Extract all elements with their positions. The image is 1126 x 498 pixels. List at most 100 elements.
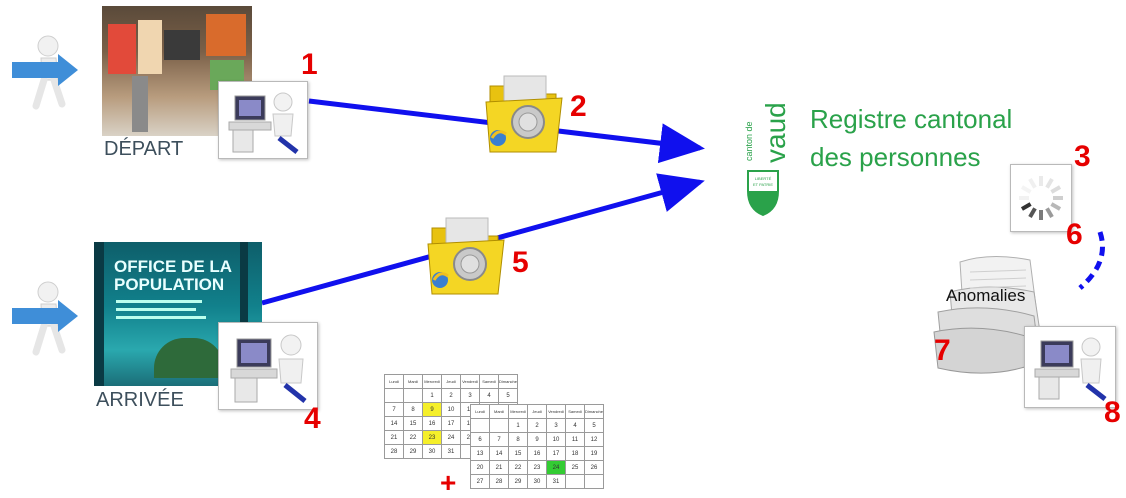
calendar-day-cell: 28 xyxy=(489,474,509,489)
calendar-day-cell: 2 xyxy=(527,418,547,433)
calendar-day-cell: 18 xyxy=(565,446,585,461)
calendar-header-cell: Jeudi xyxy=(441,374,461,389)
calendar-day-cell: 7 xyxy=(384,402,404,417)
canton-vaud-logo: vaud canton de LIBERTÉ ET PATRIE xyxy=(742,95,791,225)
calendar-day-cell xyxy=(470,418,490,433)
calendar-day-cell: 25 xyxy=(565,460,585,475)
step-number-2: 2 xyxy=(570,90,587,123)
calendar-day-cell: 16 xyxy=(527,446,547,461)
step-number-4: 4 xyxy=(304,402,321,435)
calendar-day-cell: 4 xyxy=(565,418,585,433)
calendar-day-cell: 2 xyxy=(441,388,461,403)
step-number-7: 7 xyxy=(934,334,951,367)
calendar-header-cell: Jeudi xyxy=(527,404,547,419)
calendar-day-cell: 6 xyxy=(470,432,490,447)
calendar-day-cell: 23 xyxy=(422,430,442,445)
calendar-day-cell: 8 xyxy=(508,432,528,447)
calendar-day-cell: 29 xyxy=(403,444,423,459)
calendar-day-cell: 9 xyxy=(527,432,547,447)
calendar-day-cell: 14 xyxy=(384,416,404,431)
calendar-day-cell: 14 xyxy=(489,446,509,461)
calendar-header-cell: Dimanche xyxy=(583,404,605,419)
calendar-day-cell: 9 xyxy=(422,402,442,417)
calendar-header-cell: Samedi xyxy=(479,374,499,389)
calendar-day-cell: 22 xyxy=(403,430,423,445)
calendar-day-cell: 24 xyxy=(546,460,566,475)
calendar-day-cell xyxy=(583,474,605,489)
calendar-day-cell: 1 xyxy=(422,388,442,403)
calendar-day-cell: 26 xyxy=(583,460,605,475)
calendar-day-cell xyxy=(403,388,423,403)
calendar-header-cell: Dimanche xyxy=(497,374,519,389)
calendar-day-cell xyxy=(384,388,404,403)
calendar-header-cell: Mercredi xyxy=(508,404,528,419)
calendar-day-cell: 31 xyxy=(546,474,566,489)
calendar-header-cell: Lundi xyxy=(384,374,404,389)
calendar-day-cell: 27 xyxy=(470,474,490,489)
calendar-day-cell: 11 xyxy=(565,432,585,447)
calendar-day-cell xyxy=(489,418,509,433)
folder-icon xyxy=(485,75,563,153)
calendar-day-cell: 24 xyxy=(441,430,461,445)
calendar-day-cell: 28 xyxy=(384,444,404,459)
calendar-header-cell: Mardi xyxy=(489,404,509,419)
calendar-day-cell: 15 xyxy=(403,416,423,431)
calendar-day-cell: 22 xyxy=(508,460,528,475)
calendar-day-cell: 1 xyxy=(508,418,528,433)
plus-sign: + xyxy=(440,467,457,498)
calendar-day-cell: 29 xyxy=(508,474,528,489)
anomalies-label: Anomalies xyxy=(946,286,1026,305)
arrivee-caption: ARRIVÉE xyxy=(96,389,184,411)
calendar-day-cell: 4 xyxy=(479,388,499,403)
registre-title-line2: des personnes xyxy=(810,142,981,172)
dashed-arrow-check-to-anomalies xyxy=(1078,231,1105,290)
calendar-header-cell: Vendredi xyxy=(546,404,566,419)
calendar-day-cell: 15 xyxy=(508,446,528,461)
step-number-8: 8 xyxy=(1104,396,1121,429)
calendar-day-cell: 21 xyxy=(384,430,404,445)
calendar-day-cell: 3 xyxy=(460,388,480,403)
calendar-header-cell: Samedi xyxy=(565,404,585,419)
depart-caption: DÉPART xyxy=(104,138,184,160)
step-number-3: 3 xyxy=(1074,140,1091,173)
calendar-day-cell: 17 xyxy=(441,416,461,431)
step-number-6: 6 xyxy=(1066,218,1083,251)
calendar-header-cell: Mercredi xyxy=(422,374,442,389)
calendar-day-cell: 5 xyxy=(497,388,519,403)
calendar-day-cell: 10 xyxy=(546,432,566,447)
computer-user-icon xyxy=(218,81,308,159)
calendar-day-cell: 30 xyxy=(422,444,442,459)
calendar-header-cell: Mardi xyxy=(403,374,423,389)
calendar-day-cell: 13 xyxy=(470,446,490,461)
calendar-day-cell: 7 xyxy=(489,432,509,447)
calendar-day-cell: 31 xyxy=(441,444,461,459)
registre-title-line1: Registre cantonal xyxy=(810,104,1013,134)
walking-person-icon xyxy=(12,35,78,110)
svg-text:ET PATRIE: ET PATRIE xyxy=(753,182,773,187)
svg-text:LIBERTÉ: LIBERTÉ xyxy=(755,176,772,181)
computer-user-icon xyxy=(1024,326,1116,408)
calendar-day-cell: 20 xyxy=(470,460,490,475)
step-number-1: 1 xyxy=(301,48,318,81)
calendar-day-cell: 16 xyxy=(422,416,442,431)
calendar-day-cell: 19 xyxy=(583,446,605,461)
step-number-5: 5 xyxy=(512,246,529,279)
calendar-header-cell: Vendredi xyxy=(460,374,480,389)
calendar-day-cell: 17 xyxy=(546,446,566,461)
calendar-day-cell: 8 xyxy=(403,402,423,417)
calendar-day-cell: 3 xyxy=(546,418,566,433)
folder-icon xyxy=(427,217,505,295)
calendar-day-cell xyxy=(565,474,585,489)
calendar-day-cell: 30 xyxy=(527,474,547,489)
calendar-day-cell: 12 xyxy=(583,432,605,447)
calendar-day-cell: 23 xyxy=(527,460,547,475)
walking-person-icon xyxy=(12,281,78,356)
calendar-day-cell: 10 xyxy=(441,402,461,417)
calendar-day-cell: 21 xyxy=(489,460,509,475)
calendar-header-cell: Lundi xyxy=(470,404,490,419)
processing-spinner-icon xyxy=(1010,164,1072,232)
calendar-day-cell: 5 xyxy=(583,418,605,433)
computer-user-icon xyxy=(218,322,318,410)
anomalies-paper-stack-icon xyxy=(933,255,1041,374)
